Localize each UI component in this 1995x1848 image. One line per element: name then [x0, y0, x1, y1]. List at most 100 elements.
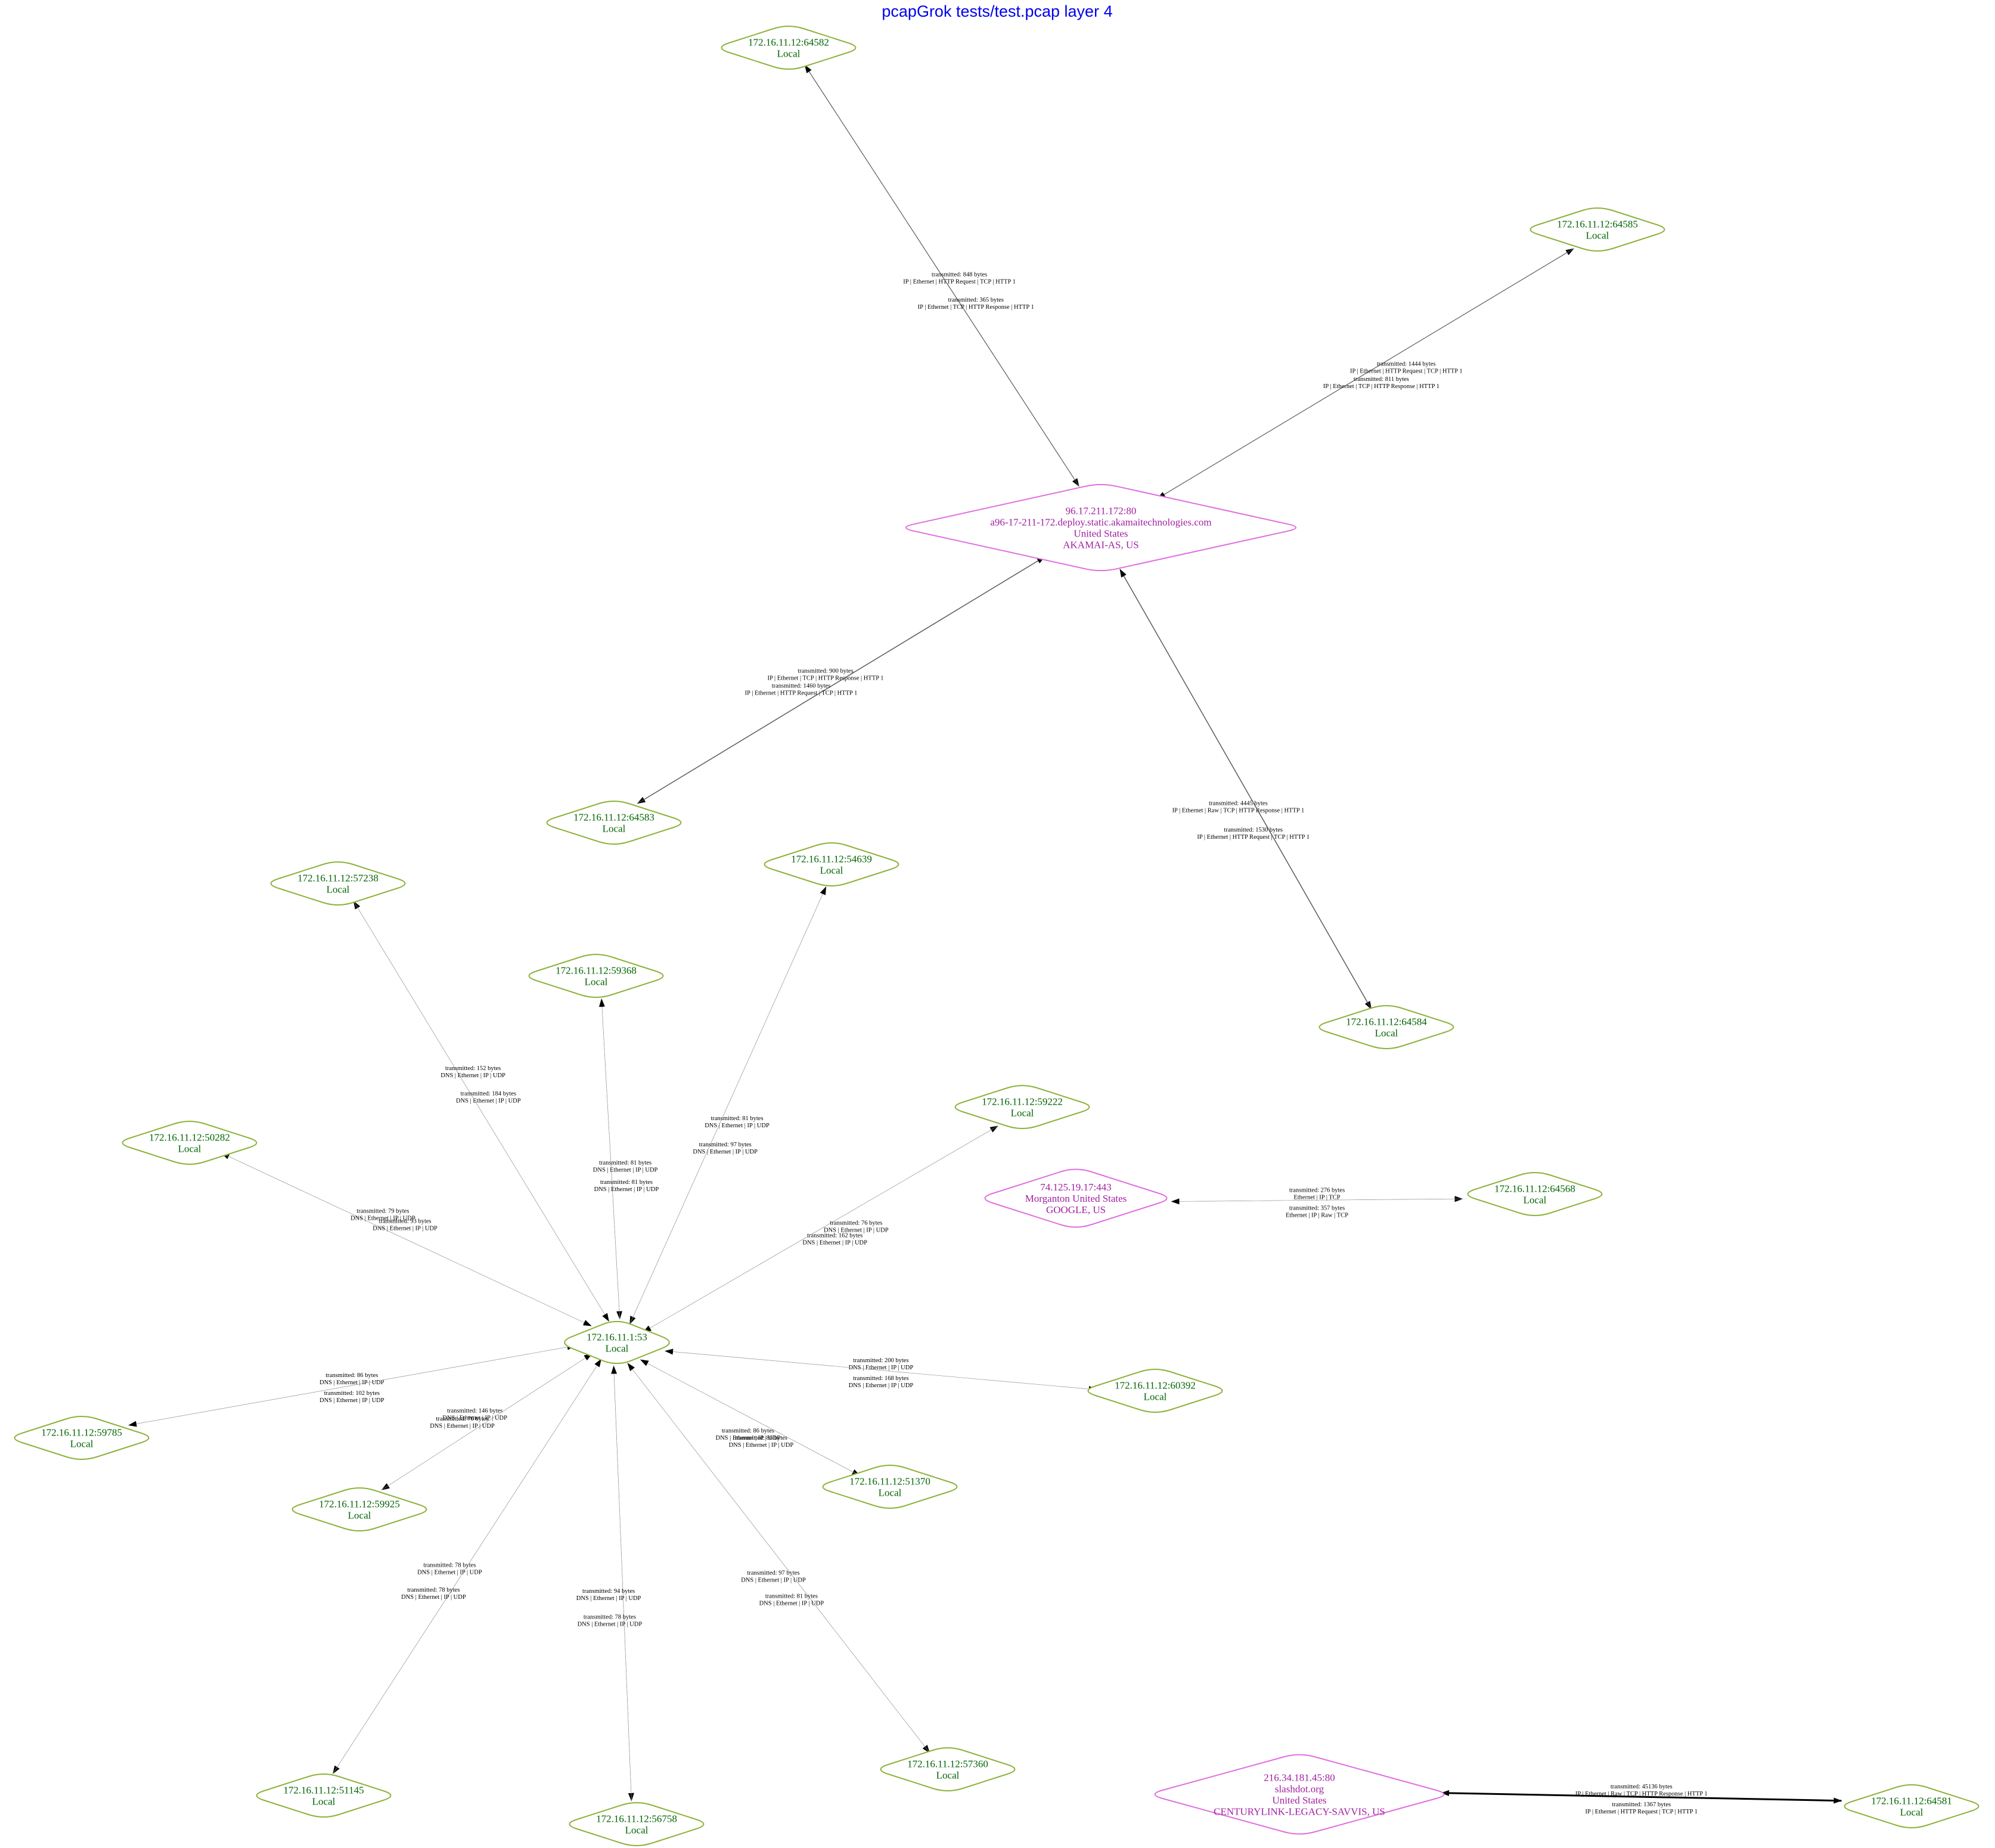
- edge-protocol-label: DNS | Ethernet | IP | UDP: [319, 1397, 384, 1404]
- edge-arrow: [598, 998, 620, 1319]
- node-address: 172.16.11.12:59785: [41, 1427, 122, 1438]
- edge-bytes-label: transmitted: 1367 bytes: [1612, 1802, 1671, 1808]
- edge-protocol-label: DNS | Ethernet | IP | UDP: [849, 1365, 914, 1371]
- edge-protocol-label: DNS | Ethernet | IP | UDP: [576, 1595, 641, 1602]
- edge-bytes-label: transmitted: 184 bytes: [461, 1091, 516, 1097]
- node-address: 172.16.11.12:64582: [748, 37, 829, 48]
- node-address: 172.16.11.12:51145: [283, 1785, 364, 1796]
- node-diamond: [764, 842, 899, 886]
- node-detail: Local: [625, 1825, 649, 1836]
- node-diamond: [1087, 1369, 1223, 1413]
- node-diamond: [905, 483, 1297, 572]
- edge-protocol-label: DNS | Ethernet | IP | UDP: [729, 1442, 794, 1449]
- node-diamond: [1154, 1754, 1445, 1835]
- edge-arrow: [1171, 1198, 1463, 1205]
- edge-protocol-label: DNS | Ethernet | IP | UDP: [802, 1239, 867, 1246]
- node-address: 172.16.11.12:50282: [149, 1132, 230, 1143]
- edge-protocol-label: DNS | Ethernet | IP | UDP: [824, 1227, 889, 1234]
- node-address: 216.34.181.45:80: [1264, 1772, 1335, 1784]
- node-diamond: [1844, 1784, 1980, 1828]
- node-address: 172.16.11.12:64568: [1494, 1183, 1575, 1195]
- edge-bytes-label: transmitted: 365 bytes: [948, 297, 1004, 303]
- node-detail: Local: [1011, 1108, 1034, 1119]
- graph-title: pcapGrok tests/test.pcap layer 4: [882, 2, 1112, 20]
- node-address: 172.16.11.12:57360: [907, 1759, 988, 1770]
- edge-protocol-label: IP | Ethernet | TCP | HTTP Response | HT…: [767, 675, 883, 682]
- edge-protocol-label: DNS | Ethernet | IP | UDP: [319, 1379, 384, 1386]
- node-detail: Local: [1524, 1195, 1547, 1206]
- edge-protocol-label: IP | Ethernet | Raw | TCP | HTTP Respons…: [1172, 808, 1305, 814]
- edge-bytes-label: transmitted: 76 bytes: [830, 1220, 882, 1227]
- edge-protocol-label: IP | Ethernet | HTTP Request | TCP | HTT…: [745, 690, 858, 697]
- edge-arrow: [333, 1359, 602, 1774]
- graph-edge: transmitted: 78 bytes DNS | Ethernet | IP…: [578, 1365, 642, 1801]
- edge-arrow: [629, 886, 827, 1325]
- edge-bytes-label: transmitted: 1460 bytes: [772, 683, 831, 690]
- node-detail: Local: [777, 48, 801, 60]
- edge-protocol-label: DNS | Ethernet | IP | UDP: [350, 1215, 415, 1221]
- node-detail: Local: [585, 976, 608, 988]
- edge-arrow: [381, 1353, 592, 1490]
- node-address: 172.16.11.12:54639: [791, 854, 872, 865]
- node-diamond: [122, 1121, 257, 1165]
- edge-bytes-label: transmitted: 200 bytes: [853, 1357, 908, 1364]
- edge-protocol-label: DNS | Ethernet | IP | UDP: [693, 1149, 758, 1155]
- edge-arrow: [627, 1363, 930, 1753]
- node-detail: Local: [327, 884, 350, 895]
- edge-bytes-label: transmitted: 152 bytes: [445, 1065, 501, 1072]
- edge-protocol-label: IP | Ethernet | HTTP Request | TCP | HTT…: [1350, 368, 1463, 375]
- node-detail: Morganton United States: [1025, 1193, 1127, 1204]
- edge-protocol-label: DNS | Ethernet | IP | UDP: [849, 1382, 914, 1389]
- node-address: 172.16.11.12:59368: [556, 965, 637, 976]
- edge-bytes-label: transmitted: 78 bytes: [423, 1562, 476, 1568]
- edge-protocol-label: DNS | Ethernet | IP | UDP: [373, 1226, 438, 1232]
- nodes-layer: 172.16.11.12:64582Local172.16.11.12:6458…: [14, 26, 1980, 1846]
- node-diamond: [564, 1320, 670, 1365]
- node-address: 74.125.19.17:443: [1040, 1182, 1111, 1193]
- edge-bytes-label: transmitted: 78 bytes: [584, 1614, 636, 1621]
- edge-bytes-label: transmitted: 357 bytes: [1289, 1205, 1345, 1211]
- node-detail: Local: [1144, 1391, 1167, 1403]
- node-diamond: [291, 1487, 427, 1531]
- edge-arrow: [353, 901, 609, 1322]
- edge-bytes-label: transmitted: 45136 bytes: [1611, 1784, 1673, 1790]
- edge-protocol-label: DNS | Ethernet | IP | UDP: [594, 1186, 659, 1193]
- node-detail: United States: [1073, 528, 1128, 539]
- edge-bytes-label: transmitted: 97 bytes: [747, 1570, 799, 1576]
- edge-bytes-label: transmitted: 848 bytes: [932, 272, 987, 278]
- edges-layer: transmitted: 848 bytes IP | Ethernet | HT…: [128, 64, 1842, 1815]
- edge-protocol-label: IP | Ethernet | TCP | HTTP Response | HT…: [918, 304, 1034, 311]
- edge-bytes-label: transmitted: 78 bytes: [407, 1587, 460, 1593]
- node-detail: slashdot.org: [1275, 1784, 1324, 1795]
- edge-arrow: [637, 556, 1045, 804]
- edge-protocol-label: IP | Ethernet | Raw | TCP | HTTP Respons…: [1575, 1791, 1708, 1797]
- edge-arrow: [221, 1153, 592, 1326]
- edge-protocol-label: DNS | Ethernet | IP | UDP: [716, 1435, 781, 1441]
- node-detail: Local: [1375, 1028, 1398, 1039]
- edge-arrow: [1157, 248, 1574, 499]
- edge-bytes-label: transmitted: 900 bytes: [798, 668, 853, 675]
